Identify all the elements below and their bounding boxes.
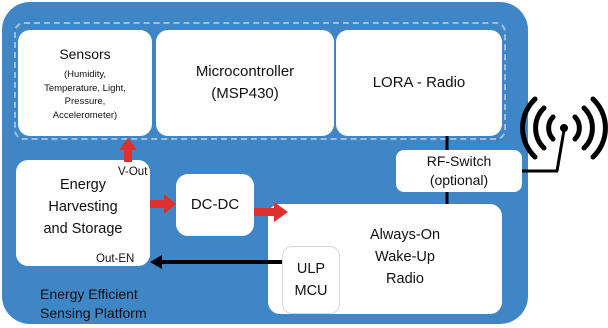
dcdc-label: DC-DC [190, 196, 240, 213]
outen-arrowhead [150, 255, 162, 269]
vout-label: V-Out [118, 166, 148, 178]
platform-label-line-1: Energy Efficient [40, 286, 138, 302]
sensors-title: Sensors [59, 46, 111, 62]
sensors-detail-3: Pressure, [64, 96, 106, 107]
antenna-icon [520, 96, 608, 160]
harvesting-line-3: and Storage [43, 221, 123, 237]
sensors-detail-4: Accelerometer) [52, 109, 118, 121]
microcontroller-label: Microcontroller [195, 63, 295, 80]
platform-label: Energy Efficient Sensing Platform [40, 285, 147, 323]
vout-arrow [119, 138, 137, 162]
antenna-feed-line [555, 129, 566, 172]
rf-switch-label: RF-Switch [426, 153, 492, 169]
wakeup-line-3: Radio [386, 271, 424, 287]
wakeup-line-2: Wake-Up [375, 249, 435, 265]
platform-label-line-2: Sensing Platform [40, 305, 147, 321]
outen-label: Out-EN [96, 253, 135, 265]
ulp-line-1: ULP [296, 261, 326, 277]
sensors-detail-2: Temperature, Light, [44, 82, 126, 94]
lora-radio-block: LORA - Radio [336, 30, 502, 136]
wakeup-line-1: Always-On [369, 227, 441, 243]
harvesting-line-2: Harvesting [48, 199, 118, 215]
harvesting-line-1: Energy [60, 177, 106, 193]
microcontroller-block: Microcontroller (MSP430) [156, 30, 334, 136]
harvest-dcdc-arrow [150, 194, 176, 214]
processing-group-outline [14, 22, 506, 140]
energy-harvesting-block: Energy Harvesting and Storage [16, 160, 150, 266]
sensors-detail-1: (Humidity, [63, 69, 107, 80]
rf-switch-block: RF-Switch (optional) [396, 150, 522, 192]
ulp-mcu-block: ULP MCU [282, 246, 340, 314]
microcontroller-model: (MSP430) [211, 85, 279, 102]
ulp-line-2: MCU [294, 283, 328, 299]
dcdc-wakeup-arrow [254, 202, 288, 222]
sensors-block: Sensors (Humidity, Temperature, Light, P… [18, 30, 152, 136]
dcdc-block: DC-DC [176, 174, 254, 236]
rf-switch-optional: (optional) [429, 172, 489, 188]
lora-label: LORA - Radio [372, 74, 466, 91]
